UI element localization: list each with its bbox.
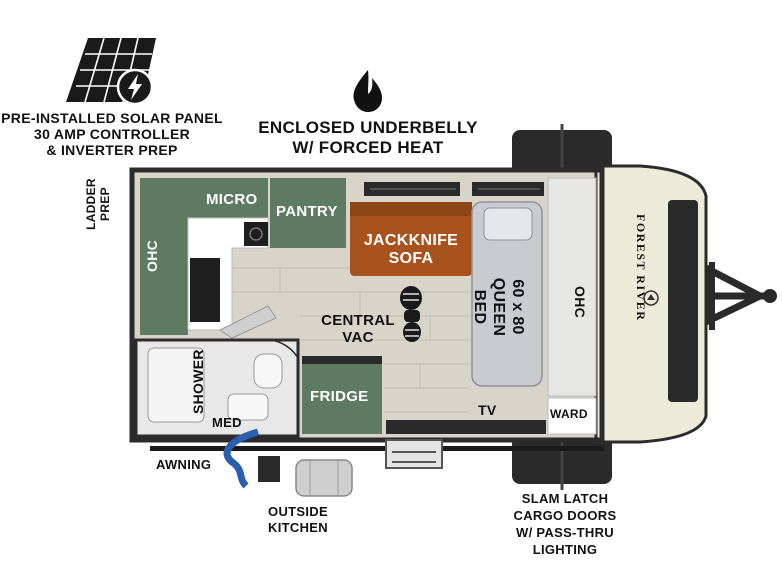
entry-steps xyxy=(385,439,443,469)
outdoor-burner xyxy=(258,456,280,482)
solar-line-3: & INVERTER PREP xyxy=(46,142,178,158)
ohc-left-label: OHC xyxy=(144,239,160,272)
solar-panel-icon xyxy=(66,37,156,106)
micro-label: MICRO xyxy=(206,191,258,208)
cargo-callout: SLAM LATCH CARGO DOORS W/ PASS-THRU LIGH… xyxy=(490,490,640,558)
sink xyxy=(190,258,220,322)
ladder-line-1: LADDER xyxy=(84,178,98,230)
sofa-line-1: JACKKNIFE xyxy=(363,232,459,249)
brand-logo: FOREST RIVER xyxy=(634,214,648,322)
ladder-line-2: PREP xyxy=(98,187,112,221)
ohc-right-label: OHC xyxy=(572,286,588,319)
exterior-wall xyxy=(129,167,605,443)
solar-callout: PRE-INSTALLED SOLAR PANEL 30 AMP CONTROL… xyxy=(0,110,224,158)
med-label: MED xyxy=(212,415,242,430)
fridge xyxy=(302,356,382,434)
bed xyxy=(471,201,543,387)
ohc-left xyxy=(140,217,188,335)
central-vac-line-1: CENTRAL xyxy=(321,312,395,329)
sofa-label: JACKKNIFE SOFA xyxy=(352,232,470,268)
awning xyxy=(150,446,604,451)
toilet xyxy=(253,353,283,389)
micro-cabinet xyxy=(140,178,268,218)
ward xyxy=(547,397,597,435)
bed-line-2: QUEEN BED xyxy=(471,277,507,337)
flame-icon xyxy=(353,70,382,112)
underbelly-line-2: W/ FORCED HEAT xyxy=(292,138,444,157)
propane-tank xyxy=(295,459,353,497)
pillow xyxy=(483,207,533,241)
outside-kitchen-line-2: KITCHEN xyxy=(268,520,328,535)
cargo-line-4: LIGHTING xyxy=(532,542,598,557)
awning-label: AWNING xyxy=(156,457,212,472)
footprint-icon xyxy=(400,286,422,342)
tv-label: TV xyxy=(478,402,497,418)
sofa-line-2: SOFA xyxy=(388,250,434,267)
cargo-line-2: CARGO DOORS xyxy=(513,508,617,523)
hitch xyxy=(702,262,777,330)
sofa xyxy=(350,202,472,276)
underbelly-callout: ENCLOSED UNDERBELLY W/ FORCED HEAT xyxy=(240,118,496,158)
tv-cabinet xyxy=(386,420,546,434)
fridge-label: FRIDGE xyxy=(310,388,369,405)
ward-label: WARD xyxy=(550,407,588,421)
outside-kitchen-callout: OUTSIDE KITCHEN xyxy=(248,504,348,536)
underbelly-line-1: ENCLOSED UNDERBELLY xyxy=(258,118,478,137)
central-vac-label: CENTRAL VAC xyxy=(320,312,396,346)
shower-label: SHOWER xyxy=(190,349,206,414)
bath-sink xyxy=(227,393,269,421)
central-vac-line-2: VAC xyxy=(342,329,374,346)
solar-line-1: PRE-INSTALLED SOLAR PANEL xyxy=(1,110,223,126)
ladder-callout: LADDER PREP xyxy=(84,164,112,244)
cargo-line-3: W/ PASS-THRU xyxy=(516,525,614,540)
ohc-right xyxy=(547,177,597,397)
shower-pan xyxy=(147,347,205,423)
cooktop xyxy=(244,222,268,246)
bed-line-1: 60 x 80 xyxy=(509,279,526,335)
bed-label: 60 x 80 QUEEN BED xyxy=(470,259,527,355)
cargo-line-1: SLAM LATCH xyxy=(521,491,609,506)
hose xyxy=(223,428,260,489)
front-window xyxy=(668,200,698,402)
pantry-label: PANTRY xyxy=(276,203,338,220)
pantry-cabinet xyxy=(270,178,346,248)
outside-kitchen-line-1: OUTSIDE xyxy=(268,504,328,519)
solar-line-2: 30 AMP CONTROLLER xyxy=(33,126,190,142)
